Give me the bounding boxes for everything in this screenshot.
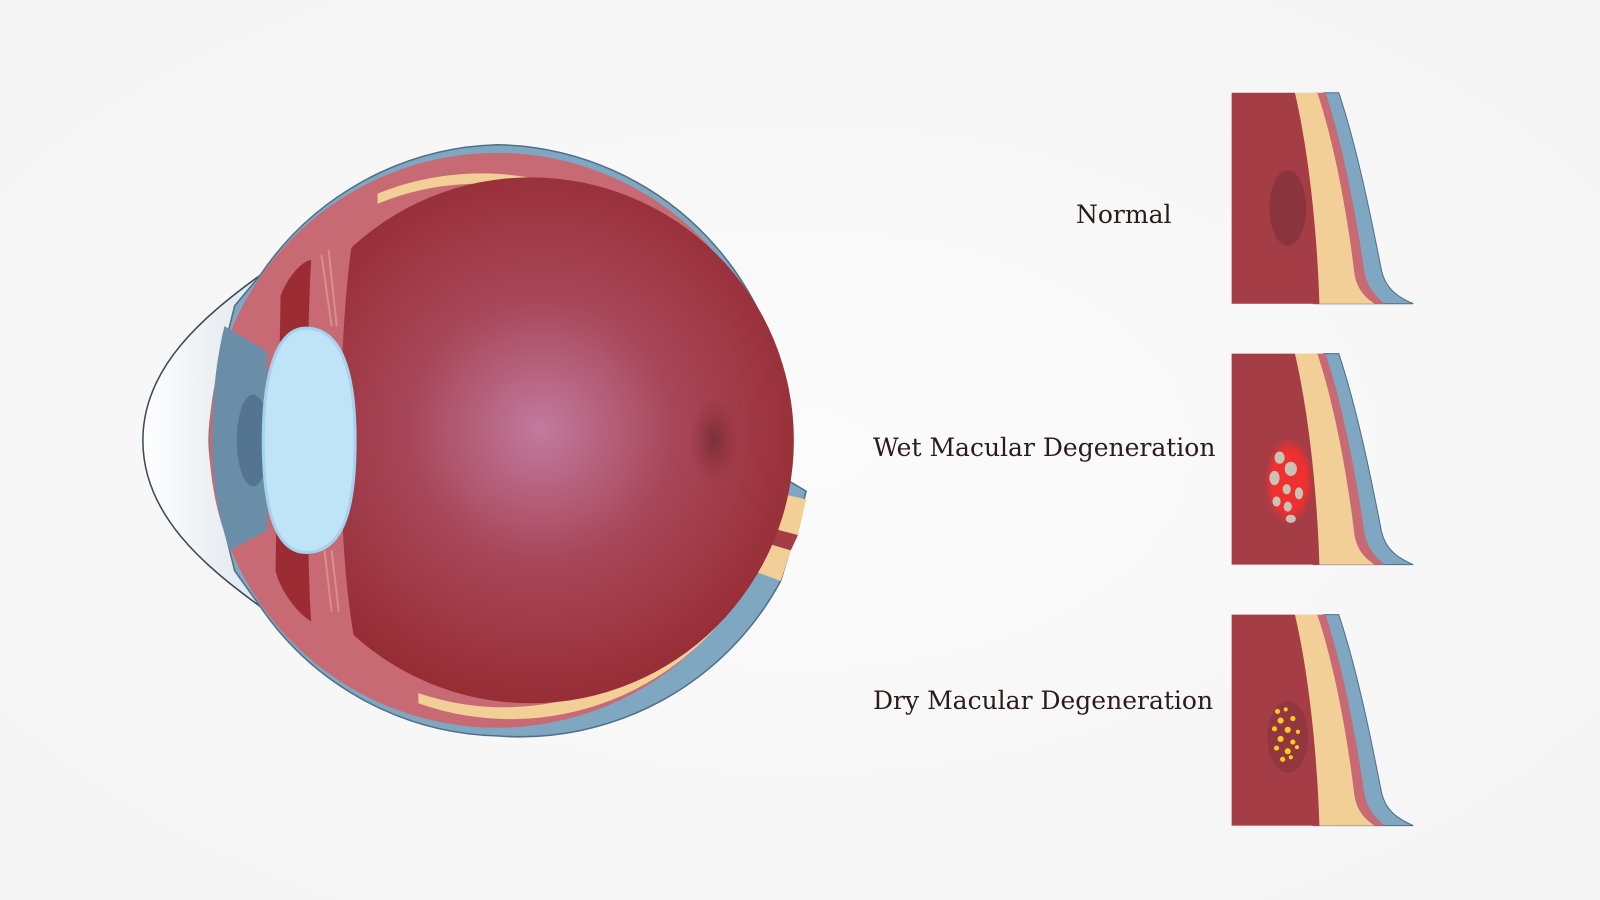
vitreous [267,177,794,704]
panel-wet [1231,353,1414,566]
pupil [236,394,270,487]
panel-normal [1231,92,1414,305]
eye-cross-section [142,143,808,738]
normal-macula [1269,170,1307,246]
drusen-deposits [1271,707,1300,762]
label-wet-macular-degeneration: Wet Macular Degeneration [873,433,1216,462]
label-normal: Normal [1076,200,1172,229]
panel-dry [1231,614,1414,827]
wet-fluid-spots [1269,451,1304,523]
lens [261,326,357,554]
label-dry-macular-degeneration: Dry Macular Degeneration [873,686,1214,715]
macula [689,397,739,484]
